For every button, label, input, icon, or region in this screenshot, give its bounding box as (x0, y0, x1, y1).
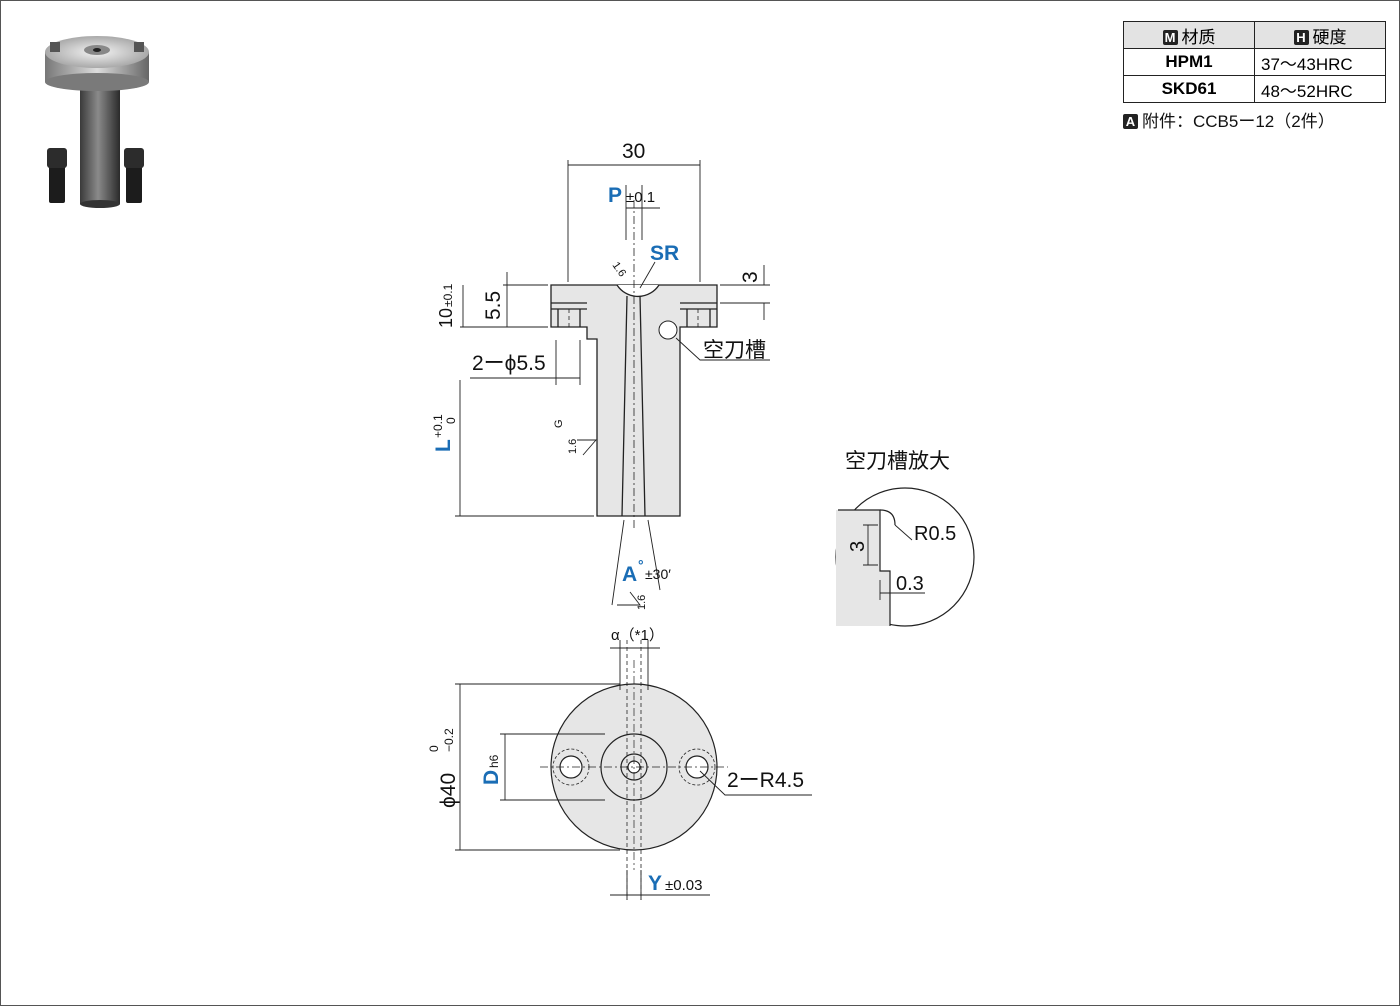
dim-head-10-tol: ±0.1 (441, 283, 455, 307)
dim-p-symbol: P (608, 184, 622, 207)
dim-d-symbol: D (480, 770, 503, 785)
dim-depth-55: 5.5 (482, 291, 505, 320)
g-mark: G (553, 419, 565, 428)
dim-d-fit: h6 (487, 754, 501, 768)
labels: 30 P ±0.1 SR 1.6 3 5.5 10 ±0.1 2ーϕ5.5 空刀… (427, 140, 956, 895)
roughness-top: 1.6 (610, 260, 629, 279)
material-cell: SKD61 (1123, 75, 1255, 103)
relief-label: 空刀槽 (703, 339, 766, 362)
hardness-cell: 37～43HRC (1254, 48, 1386, 76)
dim-l-symbol: L (432, 439, 455, 452)
dim-l-tol-upper: +0.1 (431, 414, 445, 438)
dim-a-tol: ±30′ (645, 566, 671, 582)
front-dimension-lines (455, 640, 812, 900)
dim-dia40-tol-lower: −0.2 (442, 728, 456, 752)
side-view (550, 200, 718, 530)
front-view (540, 640, 728, 900)
dim-a-symbol: A (622, 563, 637, 586)
dim-hole: 2ーϕ5.5 (472, 352, 546, 375)
dim-y-tol: ±0.03 (665, 877, 702, 894)
table-row: HPM1 37～43HRC (1123, 48, 1386, 76)
dim-head-10: 10 (436, 308, 456, 328)
dim-p-tol: ±0.1 (626, 189, 655, 206)
detail-title: 空刀槽放大 (845, 450, 950, 473)
dim-r45: 2ーR4.5 (727, 769, 804, 792)
dim-a-degree: ° (638, 557, 644, 573)
dim-width: 30 (622, 140, 645, 163)
dim-dia40: ϕ40 (437, 773, 460, 808)
material-header-label: 材质 (1181, 27, 1216, 47)
hardness-cell: 48～52HRC (1254, 75, 1386, 103)
dimension-lines (455, 160, 770, 606)
hardness-header-label: 硬度 (1312, 27, 1347, 47)
dim-y-symbol: Y (648, 872, 662, 895)
accessory-badge: A (1123, 114, 1138, 129)
detail-h: 3 (847, 541, 869, 552)
dim-alpha: α（*1） (611, 627, 664, 644)
dim-dia40-tol-upper: 0 (427, 745, 441, 752)
material-cell: HPM1 (1123, 48, 1255, 76)
material-badge: M (1162, 29, 1178, 45)
table-row: SKD61 48～52HRC (1123, 75, 1386, 103)
hardness-badge: H (1293, 29, 1309, 45)
dim-sr: SR (650, 242, 679, 265)
accessory-note: A 附件：CCB5ー12（2件） (1123, 107, 1335, 132)
dim-l-tol-lower: 0 (444, 417, 458, 424)
accessory-text: 附件：CCB5ー12（2件） (1142, 112, 1335, 131)
detail-r: R0.5 (914, 523, 956, 545)
dim-head-3: 3 (739, 271, 762, 283)
detail-w: 0.3 (896, 573, 924, 595)
roughness-bottom: 1.6 (636, 595, 648, 610)
relief-detail (835, 487, 975, 627)
roughness-shaft: 1.6 (567, 439, 579, 454)
product-image (45, 36, 149, 208)
